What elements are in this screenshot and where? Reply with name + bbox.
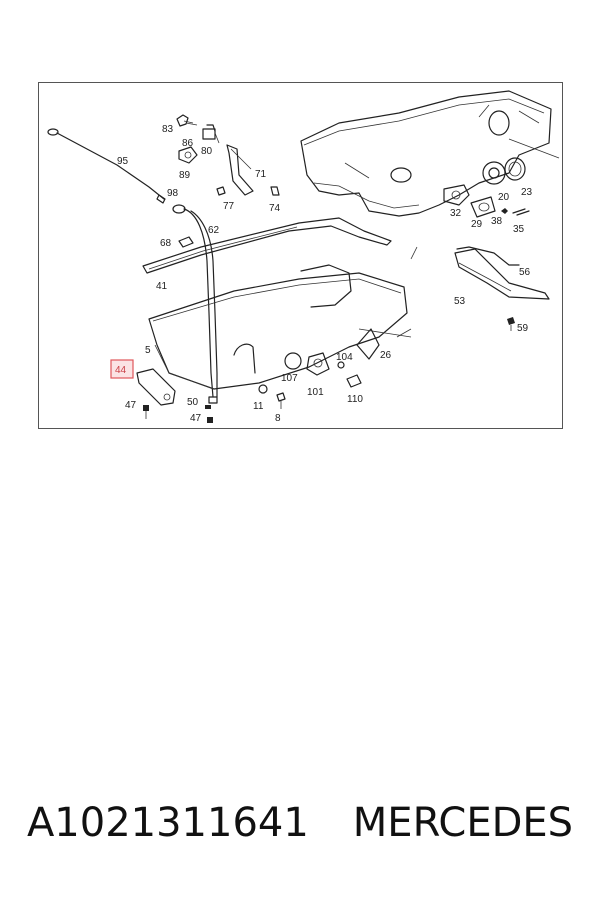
callout-98[interactable]: 98 <box>167 188 179 199</box>
callout-110[interactable]: 110 <box>347 394 363 405</box>
callout-47-bottom[interactable]: 47 <box>190 413 202 424</box>
callout-62[interactable]: 62 <box>208 225 220 236</box>
callout-80[interactable]: 80 <box>201 146 213 157</box>
callout-35[interactable]: 35 <box>513 224 525 235</box>
bracket-parts <box>176 114 280 248</box>
callout-74[interactable]: 74 <box>269 203 281 214</box>
leader-lines <box>185 122 418 338</box>
callout-95[interactable]: 95 <box>117 156 129 167</box>
callout-50[interactable]: 50 <box>187 397 199 408</box>
brand-name: MERCEDES <box>352 800 574 846</box>
cover-26 <box>356 328 412 360</box>
callout-107[interactable]: 107 <box>281 373 298 384</box>
callout-32[interactable]: 32 <box>450 208 462 219</box>
callout-71[interactable]: 71 <box>255 169 267 180</box>
callout-89[interactable]: 89 <box>179 170 191 181</box>
product-caption: A1021311641 MERCEDES <box>0 800 600 846</box>
callout-68[interactable]: 68 <box>160 238 172 249</box>
oil-pan-gasket <box>142 217 392 274</box>
callout-41[interactable]: 41 <box>156 281 168 292</box>
callout-83[interactable]: 83 <box>162 124 174 135</box>
bracket-44 <box>136 368 213 423</box>
lower-oil-pan <box>148 264 408 390</box>
callout-53[interactable]: 53 <box>454 296 466 307</box>
callout-8[interactable]: 8 <box>275 413 281 424</box>
callout-86[interactable]: 86 <box>182 138 194 149</box>
callout-38[interactable]: 38 <box>491 216 503 227</box>
callout-77[interactable]: 77 <box>223 201 235 212</box>
callout-101[interactable]: 101 <box>307 387 324 398</box>
oil-level-sensor-parts <box>284 352 362 388</box>
callout-26[interactable]: 26 <box>380 350 392 361</box>
drain-plug-parts <box>258 384 286 409</box>
callout-44[interactable]: 44 <box>115 365 127 376</box>
upper-oil-pan <box>300 90 552 217</box>
callout-59[interactable]: 59 <box>517 323 529 334</box>
pulley-and-seal <box>482 138 560 185</box>
callout-47-left[interactable]: 47 <box>125 400 137 411</box>
engine-mount-bracket <box>454 246 550 331</box>
part-number: A1021311641 <box>26 800 309 846</box>
parts-diagram: 44 83 86 80 89 71 77 74 95 98 62 68 41 5… <box>38 82 563 429</box>
callout-20[interactable]: 20 <box>498 192 510 203</box>
highlight-box-44[interactable] <box>110 359 134 379</box>
exploded-view-drawing: 44 83 86 80 89 71 77 74 95 98 62 68 41 5… <box>47 90 560 424</box>
callout-56[interactable]: 56 <box>519 267 531 278</box>
dipstick <box>47 128 166 204</box>
cover-plate-assembly <box>443 184 530 218</box>
callout-104[interactable]: 104 <box>336 352 353 363</box>
callout-11[interactable]: 11 <box>253 401 264 412</box>
callout-29[interactable]: 29 <box>471 219 483 230</box>
callout-23[interactable]: 23 <box>521 187 533 198</box>
callout-5[interactable]: 5 <box>145 345 151 356</box>
